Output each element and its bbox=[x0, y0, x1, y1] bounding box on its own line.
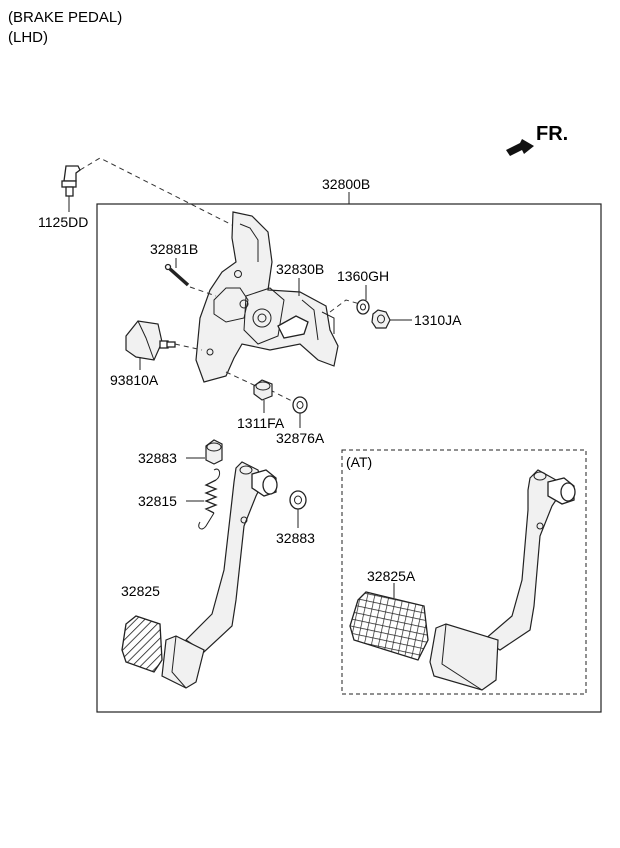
part-label-32883-lower: 32883 bbox=[276, 530, 315, 546]
part-label-1311FA: 1311FA bbox=[237, 415, 285, 431]
diagram-title: (BRAKE PEDAL) bbox=[8, 9, 123, 26]
at-variant-label: (AT) bbox=[346, 454, 372, 470]
front-arrow-icon bbox=[506, 139, 534, 156]
part-label-32830B: 32830B bbox=[276, 261, 324, 277]
pedal-bracket-32830B bbox=[195, 211, 339, 383]
washer-1360GH bbox=[356, 299, 370, 315]
part-label-32876A: 32876A bbox=[276, 430, 325, 446]
front-direction-label: FR. bbox=[536, 123, 568, 145]
bushing-1311FA bbox=[253, 379, 273, 401]
part-label-32883-upper: 32883 bbox=[138, 450, 177, 466]
part-label-93810A: 93810A bbox=[110, 372, 159, 388]
part-label-32881B: 32881B bbox=[150, 241, 198, 257]
part-label-32825A: 32825A bbox=[367, 568, 416, 584]
part-label-1360GH: 1360GH bbox=[337, 268, 389, 284]
bolt-1125DD bbox=[61, 165, 81, 197]
part-label-32815: 32815 bbox=[138, 493, 177, 509]
part-label-32825: 32825 bbox=[121, 583, 160, 599]
brake-pedal-arm bbox=[161, 461, 278, 689]
part-label-1125DD: 1125DD bbox=[38, 214, 88, 230]
nut-1310JA bbox=[371, 309, 391, 329]
at-variant-box bbox=[341, 449, 587, 695]
return-spring-32815 bbox=[198, 468, 221, 530]
front-direction-indicator: FR. bbox=[506, 123, 568, 156]
at-brake-pedal-arm bbox=[429, 469, 576, 691]
pedal-pad-32825 bbox=[121, 615, 163, 673]
part-label-32800B: 32800B bbox=[322, 176, 370, 192]
diagram-subtitle: (LHD) bbox=[8, 29, 48, 46]
bushing-32883-upper bbox=[205, 439, 223, 465]
brake-switch-93810A bbox=[125, 320, 176, 361]
bushing-32876A bbox=[292, 396, 308, 414]
pin-32881B bbox=[164, 263, 190, 287]
pedal-pad-32825A bbox=[349, 591, 429, 661]
bushing-32883-lower bbox=[289, 490, 307, 510]
part-label-1310JA: 1310JA bbox=[414, 312, 462, 328]
